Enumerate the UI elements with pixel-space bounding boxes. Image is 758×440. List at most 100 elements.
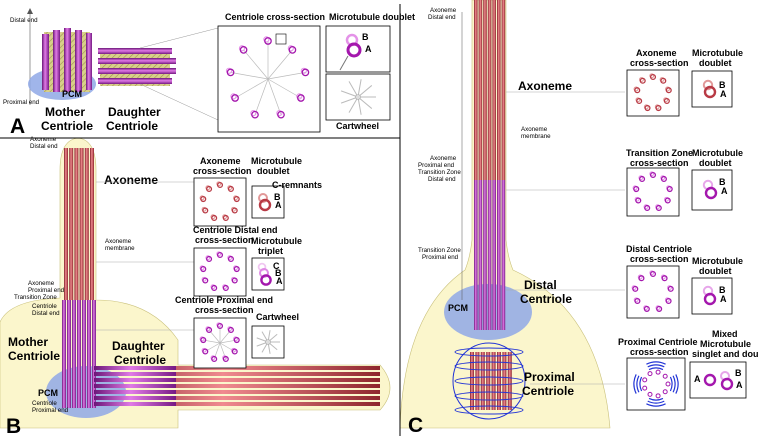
distal-centriole-cross-section-2: cross-section	[630, 254, 689, 264]
axoneme-label: Axoneme	[104, 173, 158, 187]
tubule-a	[638, 275, 645, 282]
tubule	[72, 300, 76, 408]
tubule	[94, 378, 380, 382]
tubule-a	[239, 46, 248, 54]
tubule-b	[216, 181, 222, 187]
tubule-a	[211, 284, 218, 292]
pcm-ring	[454, 347, 524, 357]
daughter-centriole-label-2: Centriole	[106, 119, 158, 133]
proximal-centriole-cross-section-diagram	[633, 361, 679, 407]
cartwheel-diagram	[256, 330, 280, 354]
centriole-distal-cross-section-diagram	[199, 251, 240, 292]
tubule	[84, 148, 89, 300]
tubule-b	[664, 196, 669, 202]
tubule	[486, 352, 491, 410]
tubule-a	[231, 277, 238, 284]
tubule-a	[206, 326, 213, 334]
tubule-b	[233, 336, 239, 342]
tubule	[655, 369, 661, 375]
pcm-arc	[647, 400, 665, 404]
tubule-b	[633, 297, 639, 303]
doublet-box	[691, 277, 733, 315]
distal-centriole-c	[474, 250, 506, 330]
tubule	[497, 180, 501, 250]
panel-a: Distal end Proximal end PCM Mother Centr…	[3, 8, 415, 138]
tubule-b	[201, 276, 207, 282]
label-b: B	[719, 177, 726, 187]
tubule-b	[655, 305, 661, 311]
tubule-a	[277, 110, 285, 119]
tubule	[87, 300, 91, 408]
pcm-ring	[454, 405, 524, 415]
label-a: A	[275, 200, 282, 210]
panel-c: Axoneme Distal end Axoneme Axoneme membr…	[399, 0, 758, 437]
connector-line	[139, 27, 219, 49]
tubule-b	[227, 185, 233, 191]
tubule	[647, 391, 653, 397]
centriole-distal-end-1: Centriole	[32, 303, 57, 310]
tubule-b	[643, 104, 649, 110]
distal-end-label: Distal end	[428, 176, 456, 183]
cartwheel-spoke	[357, 79, 362, 98]
tubule	[64, 148, 68, 300]
axoneme-distal-end-2: Distal end	[30, 143, 58, 150]
tubule-a	[644, 104, 651, 112]
tubule-a	[216, 322, 224, 330]
label-a: A	[720, 294, 727, 304]
tubule	[94, 366, 176, 370]
tubule-b	[633, 86, 639, 92]
transition-zone-label: Transition Zone	[14, 294, 57, 301]
cartwheel-spoke	[357, 85, 373, 98]
axoneme-cross-section-diagram	[633, 73, 672, 112]
tubule-a	[216, 181, 224, 189]
pcm-label: PCM	[38, 388, 58, 398]
tubule-b	[659, 77, 665, 83]
tubule-a	[667, 285, 674, 292]
tubule-a	[634, 297, 641, 305]
centriole-cross-section-diagram	[225, 36, 310, 119]
tubule	[478, 180, 483, 250]
spoke	[234, 78, 269, 99]
axoneme-distal-end-1: Axoneme	[30, 136, 57, 143]
tubule	[69, 148, 74, 300]
daughter-centriole-b	[94, 366, 380, 406]
tubule-b	[639, 77, 644, 83]
c-remnants-label: C-remnants	[272, 180, 322, 190]
proximal-centriole-cross-section-2: cross-section	[630, 347, 689, 357]
tubule-a	[664, 197, 671, 204]
tubule-b	[643, 305, 649, 311]
tubule-b	[231, 206, 236, 212]
label-a: A	[736, 380, 743, 390]
mixed-microtubule-3: singlet and doublet	[692, 349, 758, 359]
singlet-tubule	[703, 373, 717, 387]
spoke	[267, 78, 282, 115]
tubule	[497, 352, 501, 410]
tubule	[665, 381, 671, 387]
axoneme-distal-end-1: Axoneme	[430, 7, 457, 14]
tubule-a	[222, 214, 229, 222]
tubule	[94, 372, 380, 376]
tubule-b	[634, 196, 640, 202]
tubule	[483, 0, 487, 180]
tubule	[475, 352, 480, 410]
spoke	[254, 78, 269, 115]
axoneme-proximal-end-2: Proximal end	[418, 162, 455, 169]
label-a: A	[721, 186, 728, 196]
tubule-a	[227, 255, 234, 263]
tubule-a	[660, 77, 667, 84]
panel-c-letter: C	[408, 414, 423, 437]
tubule-a	[264, 37, 272, 45]
tubule	[82, 300, 86, 408]
mixed-microtubule-box	[689, 361, 747, 399]
spoke	[243, 49, 269, 80]
microtubule-triplet-2: triplet	[258, 246, 283, 256]
cartwheel-hub	[265, 339, 271, 345]
tubule	[94, 396, 380, 400]
tubule-b	[666, 185, 672, 191]
daughter-centriole-barrel	[98, 48, 176, 86]
tubule	[94, 402, 176, 406]
tubule	[94, 390, 176, 394]
axoneme-cross-section-1: Axoneme	[636, 48, 677, 58]
distal-end-label: Distal end	[10, 17, 38, 24]
